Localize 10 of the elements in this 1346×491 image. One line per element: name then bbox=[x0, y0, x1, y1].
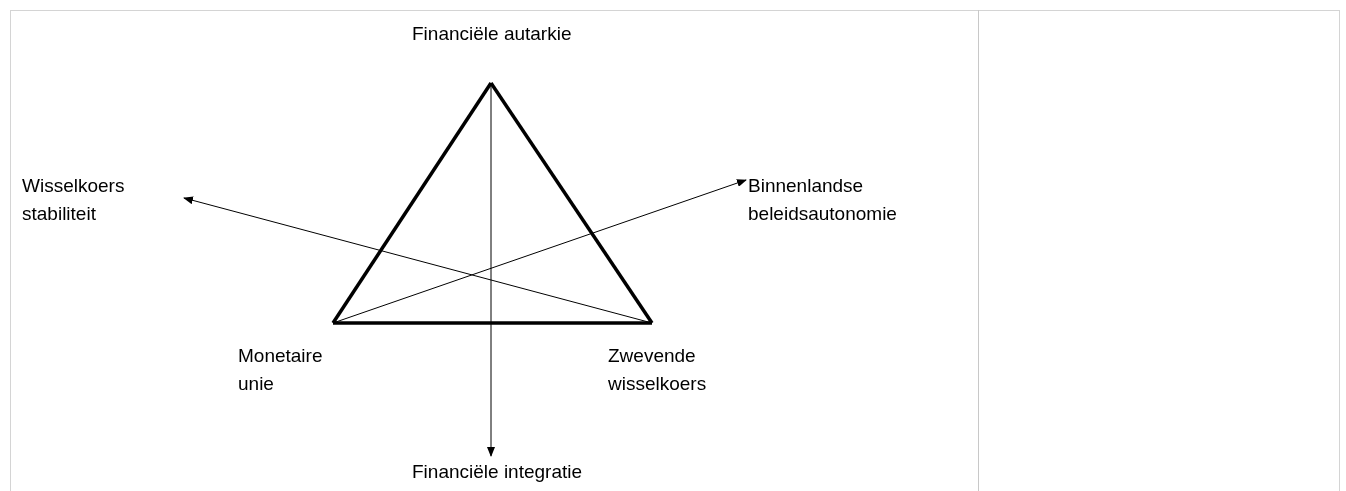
vertex-label: Monetaire unie bbox=[238, 342, 348, 398]
triangle-side bbox=[331, 82, 493, 324]
triangle-side bbox=[489, 82, 654, 324]
vertex-label: Binnenlandse beleidsautonomie bbox=[748, 172, 948, 228]
arrow bbox=[183, 196, 653, 324]
vertex-label: Zwevende wisselkoers bbox=[608, 342, 768, 398]
vertex-label: Financiële integratie bbox=[412, 458, 587, 486]
vertex-label: Wisselkoers stabiliteit bbox=[22, 172, 182, 228]
vertex-label: Financiële autarkie bbox=[412, 20, 587, 48]
triangle-side bbox=[333, 321, 652, 325]
